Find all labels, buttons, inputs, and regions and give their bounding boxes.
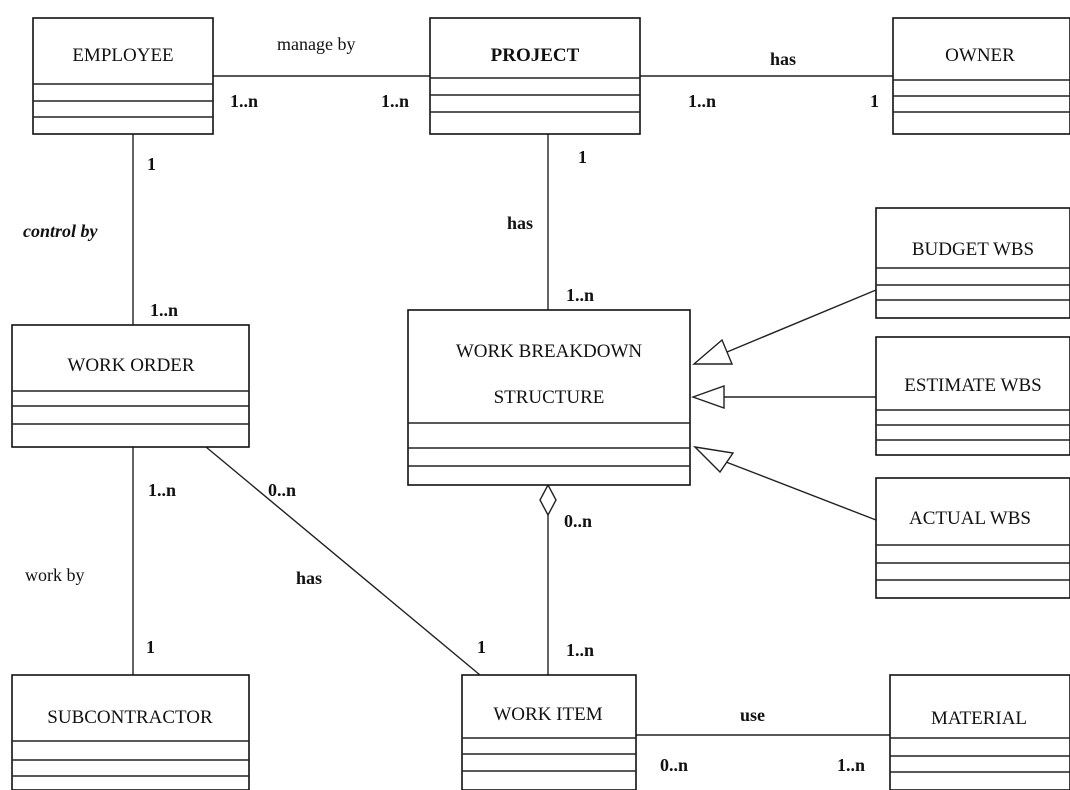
class-project-name: PROJECT — [491, 45, 580, 66]
class-work-breakdown-structure: WORK BREAKDOWN STRUCTURE — [408, 310, 690, 485]
class-work-order: WORK ORDER — [12, 325, 249, 447]
assoc-project-owner: has — [770, 49, 796, 69]
class-material-name: MATERIAL — [931, 708, 1027, 729]
assoc-workorder-workitem: has — [296, 568, 322, 588]
class-owner: OWNER — [893, 18, 1070, 134]
class-wbs-name-line2: STRUCTURE — [494, 387, 605, 408]
class-material: MATERIAL — [890, 675, 1070, 790]
mult-workorder-control: 1..n — [150, 300, 178, 320]
class-subcontractor: SUBCONTRACTOR — [12, 675, 249, 790]
generalization-arrow-estimate — [693, 386, 724, 408]
mult-subcontractor-work: 1 — [146, 637, 155, 657]
aggregation-diamond — [540, 485, 556, 515]
class-subcontractor-name: SUBCONTRACTOR — [47, 707, 213, 728]
generalization-arrow-budget — [694, 340, 732, 364]
mult-workitem-use: 0..n — [660, 755, 688, 775]
mult-project-manage: 1..n — [381, 91, 409, 111]
mult-workorder-work: 1..n — [148, 480, 176, 500]
class-wbs-name-line1: WORK BREAKDOWN — [456, 341, 643, 362]
class-estimate-wbs-name: ESTIMATE WBS — [904, 375, 1041, 396]
mult-wbs-project: 1..n — [566, 285, 594, 305]
class-actual-wbs-name: ACTUAL WBS — [909, 508, 1031, 529]
assoc-use: use — [740, 705, 765, 725]
class-estimate-wbs: ESTIMATE WBS — [876, 337, 1070, 455]
mult-employee-control: 1 — [147, 154, 156, 174]
mult-wbs-workitem: 0..n — [564, 511, 592, 531]
class-budget-wbs-name: BUDGET WBS — [912, 239, 1034, 260]
assoc-work-by: work by — [25, 565, 85, 585]
edge-actual-wbs — [726, 462, 876, 520]
class-owner-name: OWNER — [945, 45, 1015, 66]
class-employee-name: EMPLOYEE — [72, 45, 173, 66]
class-work-item: WORK ITEM — [462, 675, 636, 790]
mult-workorder-has: 0..n — [268, 480, 296, 500]
mult-workitem-has: 1 — [477, 637, 486, 657]
assoc-control-by: control by — [23, 221, 99, 241]
class-work-order-name: WORK ORDER — [67, 355, 195, 376]
mult-project-wbs: 1 — [578, 147, 587, 167]
class-project: PROJECT — [430, 18, 640, 134]
class-employee: EMPLOYEE — [33, 18, 213, 134]
mult-employee-manage: 1..n — [230, 91, 258, 111]
assoc-project-wbs: has — [507, 213, 533, 233]
mult-project-owner: 1..n — [688, 91, 716, 111]
assoc-manage-by: manage by — [277, 34, 355, 54]
mult-workitem-wbs: 1..n — [566, 640, 594, 660]
class-actual-wbs: ACTUAL WBS — [876, 478, 1070, 598]
mult-owner-project: 1 — [870, 91, 879, 111]
generalization-arrow-actual — [695, 447, 733, 472]
class-budget-wbs: BUDGET WBS — [876, 208, 1070, 318]
class-work-item-name: WORK ITEM — [493, 704, 602, 725]
mult-material-use: 1..n — [837, 755, 865, 775]
edge-budget-wbs — [727, 290, 876, 352]
